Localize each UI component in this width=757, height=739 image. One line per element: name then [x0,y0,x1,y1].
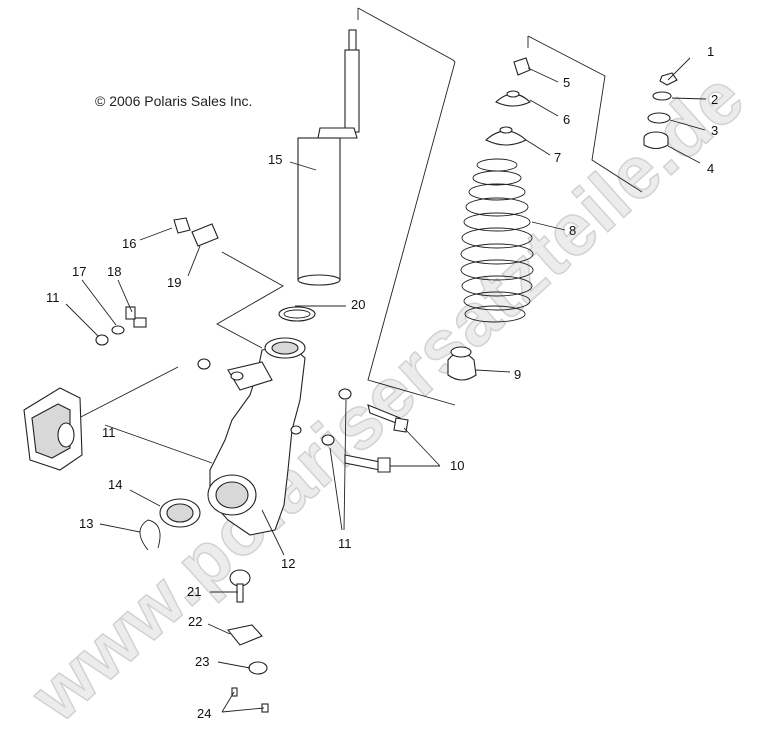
leader-lines [65,57,707,713]
callout-3: 3 [711,123,718,138]
copyright-notice: © 2006 Polaris Sales Inc. [95,93,253,109]
callout-11-b: 11 [102,425,116,440]
part-6-upper-cup [495,90,531,107]
callout-19: 19 [167,275,181,290]
part-20-ring [278,306,316,322]
part-3-washer [647,112,671,124]
callout-4: 4 [707,161,714,176]
callout-13: 13 [79,516,93,531]
callout-18: 18 [107,264,121,279]
callout-7: 7 [554,150,561,165]
callout-12: 12 [281,556,295,571]
assembly-bracket-lines [74,7,643,464]
callout-11-a: 11 [46,290,60,305]
callout-20: 20 [351,297,365,312]
callout-8: 8 [569,223,576,238]
part-22-plate [227,624,263,646]
callout-10: 10 [450,458,464,473]
callout-6: 6 [563,112,570,127]
callout-23: 23 [195,654,209,669]
callout-17: 17 [72,264,86,279]
part-13-snap-ring [139,519,161,551]
callout-15: 15 [268,152,282,167]
callout-2: 2 [711,92,718,107]
callout-14: 14 [108,477,122,492]
callout-numbers: 1 2 3 4 5 6 7 8 9 10 11 11 11 12 13 14 1… [46,44,718,721]
part-21-ball-joint [229,569,251,603]
part-8-coil-spring [460,158,534,323]
brake-caliper [23,387,83,471]
part-14-bearing [159,498,201,528]
part-19-clip [191,223,219,247]
part-12-steering-knuckle [207,337,306,536]
part-17-washer [111,325,125,335]
callout-16: 16 [122,236,136,251]
part-15-shock-absorber [297,29,360,286]
part-9-bump-stop [447,346,477,381]
part-4-bushing [643,131,669,150]
watermark-text: www.polarisersatzteile.de [14,55,757,734]
part-2-washer [652,91,672,101]
part-11-washers [95,334,352,446]
callout-5: 5 [563,75,570,90]
callout-24: 24 [197,706,211,721]
part-23-cap [248,661,268,675]
callout-22: 22 [188,614,202,629]
callout-11-c: 11 [338,536,352,551]
callout-1: 1 [707,44,714,59]
callout-9: 9 [514,367,521,382]
callout-21: 21 [187,584,201,599]
part-7-spring-seat [485,126,527,146]
part-16-nut [173,217,191,234]
part-18-bolt [125,306,147,328]
part-5-nut [513,57,531,76]
